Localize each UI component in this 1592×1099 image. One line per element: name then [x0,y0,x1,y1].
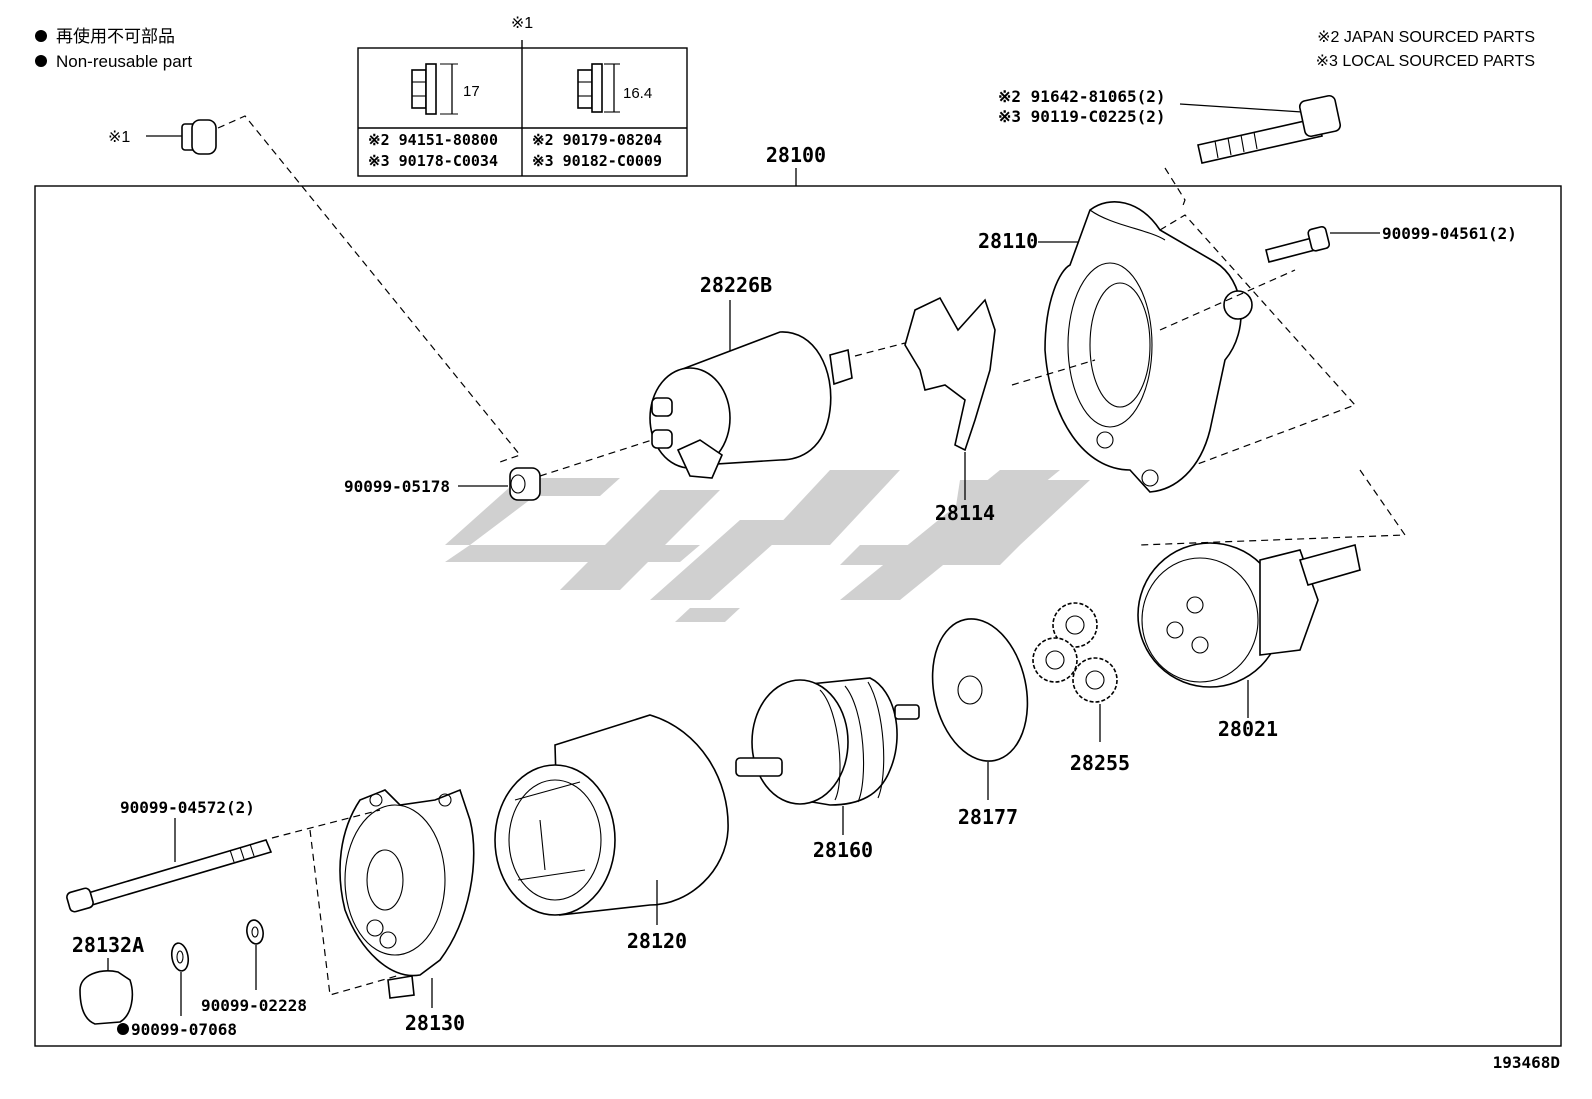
nut-part [181,119,217,155]
figure-code: 193468D [1493,1053,1560,1072]
label-nut-ref: ※1 [108,129,130,146]
nut2-japan-part: ※2 90179-08204 [532,131,662,149]
label-28177: 28177 [958,805,1018,829]
label-28100: 28100 [766,143,826,167]
note-japan: ※2 JAPAN SOURCED PARTS [1317,29,1535,46]
label-90099-04572: 90099-04572(2) [120,798,255,817]
legend-en: Non-reusable part [56,52,192,71]
non-reusable-bullet-icon [117,1023,129,1035]
nut-05178-part [509,467,541,501]
label-90099-05178: 90099-05178 [344,477,450,496]
note-local: ※3 LOCAL SOURCED PARTS [1316,53,1535,70]
nut-table: ※1 17 16.4 ※2 94151-80800 ※3 90178-C0034 [357,15,688,177]
legend: 再使用不可部品 Non-reusable part [35,26,192,71]
label-28110: 28110 [978,229,1038,253]
cap-28132A-part [79,970,134,1025]
small-bolt-part [1265,225,1331,263]
plate-28177-part [931,618,1029,762]
nut2-dimension: 16.4 [623,85,652,102]
washer-02228-part [246,919,264,945]
label-90099-04561: 90099-04561(2) [1382,224,1517,243]
clutch-28021-part [1137,542,1361,688]
through-bolt-part [66,839,273,913]
label-28132A: 28132A [72,933,144,957]
label-90099-02228: 90099-02228 [201,996,307,1015]
label-90099-07068: 90099-07068 [131,1020,237,1039]
long-bolt-part [1197,94,1342,164]
label-bolt-top-local: ※3 90119-C0225(2) [998,107,1166,126]
armature-28160-part [735,677,920,806]
non-reusable-bullet-icon [35,55,47,67]
nut1-dimension: 17 [463,83,480,100]
legend-jp: 再使用不可部品 [56,26,175,46]
solenoid-28226B-part [649,331,853,479]
housing-28110-part [1044,201,1253,493]
sourcing-notes: ※2 JAPAN SOURCED PARTS ※3 LOCAL SOURCED … [1316,29,1535,70]
nut1-japan-part: ※2 94151-80800 [368,131,498,149]
watermark-logo [445,470,1090,622]
washer-07068-part [170,942,190,972]
end-frame-28130-part [339,788,475,999]
flange-nut-icon [577,63,620,113]
label-28255: 28255 [1070,751,1130,775]
label-28130: 28130 [405,1011,465,1035]
flange-nut-icon [411,63,458,115]
non-reusable-bullet-icon [35,30,47,42]
label-28160: 28160 [813,838,873,862]
nut1-local-part: ※3 90178-C0034 [368,152,498,170]
nut-table-header: ※1 [511,15,533,32]
label-28114: 28114 [935,501,995,525]
yoke-28120-part [494,714,729,916]
gears-28255-part [1032,602,1118,703]
label-28226B: 28226B [700,273,772,297]
label-28120: 28120 [627,929,687,953]
nut2-local-part: ※3 90182-C0009 [532,152,662,170]
label-28021: 28021 [1218,717,1278,741]
label-bolt-top-japan: ※2 91642-81065(2) [998,87,1166,106]
lever-28114-part [904,296,996,452]
assembly-frame [34,185,1562,1047]
